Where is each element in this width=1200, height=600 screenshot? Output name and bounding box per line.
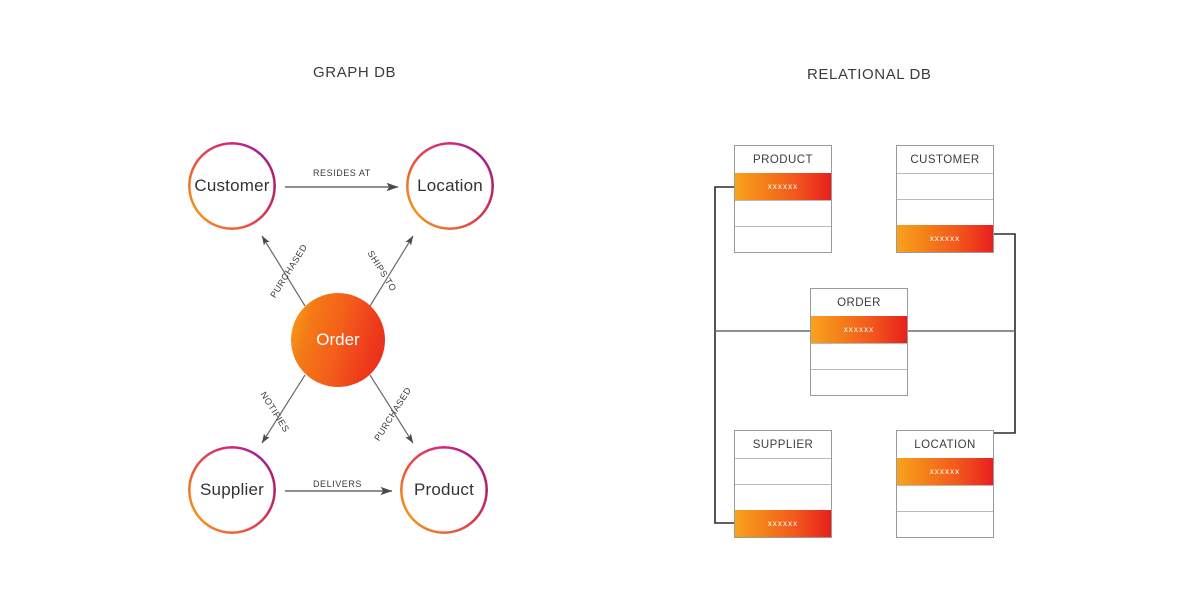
graph-node-order-label: Order [316,330,360,349]
customer-ring-icon [188,142,276,230]
graph-node-customer-label: Customer [194,176,270,195]
table-customer[interactable]: CUSTOMER xxxxxx [896,145,994,253]
table-row[interactable] [735,226,831,252]
table-row[interactable] [735,458,831,484]
table-order[interactable]: ORDER xxxxxx [810,288,908,396]
table-product-header: PRODUCT [752,153,813,166]
right-join-bus [994,233,1016,434]
edge-label-purchased-product: PURCHASED [372,385,414,443]
table-row[interactable] [811,343,907,369]
table-order-header: ORDER [837,296,881,309]
location-ring-icon [406,142,494,230]
product-ring-icon [400,446,488,534]
graph-node-product-label: Product [414,480,474,499]
table-row[interactable]: xxxxxx [811,316,907,343]
table-location-header: LOCATION [914,438,976,451]
table-row[interactable]: xxxxxx [735,173,831,200]
graph-node-order[interactable]: Order [291,293,385,387]
order-disc-icon [291,293,385,387]
table-customer-header: CUSTOMER [910,153,980,166]
graph-node-supplier[interactable]: Supplier [188,446,276,534]
supplier-ring-icon [188,446,276,534]
table-row[interactable] [897,173,993,199]
table-location[interactable]: LOCATION xxxxxx [896,430,994,538]
edge-label-notifies: NOTIFIES [258,389,292,435]
table-row[interactable] [897,511,993,537]
table-product[interactable]: PRODUCT xxxxxx [734,145,832,253]
table-row[interactable] [897,199,993,225]
graph-db-title: GRAPH DB [313,64,397,81]
relational-db-title: RELATIONAL DB [807,66,932,83]
table-supplier[interactable]: SUPPLIER xxxxxx [734,430,832,538]
table-row[interactable]: xxxxxx [897,225,993,252]
table-row[interactable] [897,485,993,511]
table-row[interactable]: xxxxxx [735,510,831,537]
table-row[interactable]: xxxxxx [897,458,993,485]
table-row[interactable] [735,484,831,510]
edge-label-ships-to: SHIPS TO [365,248,399,294]
edge-label-purchased-customer: PURCHASED [268,242,310,300]
edge-label-delivers: DELIVERS [313,479,362,489]
graph-node-product[interactable]: Product [400,446,488,534]
graph-node-location[interactable]: Location [406,142,494,230]
graph-node-location-label: Location [417,176,483,195]
graph-node-supplier-label: Supplier [200,480,264,499]
graph-node-customer[interactable]: Customer [188,142,276,230]
left-join-bus [714,186,734,524]
table-row[interactable] [735,200,831,226]
table-row[interactable] [811,369,907,395]
table-supplier-header: SUPPLIER [752,438,814,451]
edge-label-resides-at: RESIDES AT [313,168,371,178]
